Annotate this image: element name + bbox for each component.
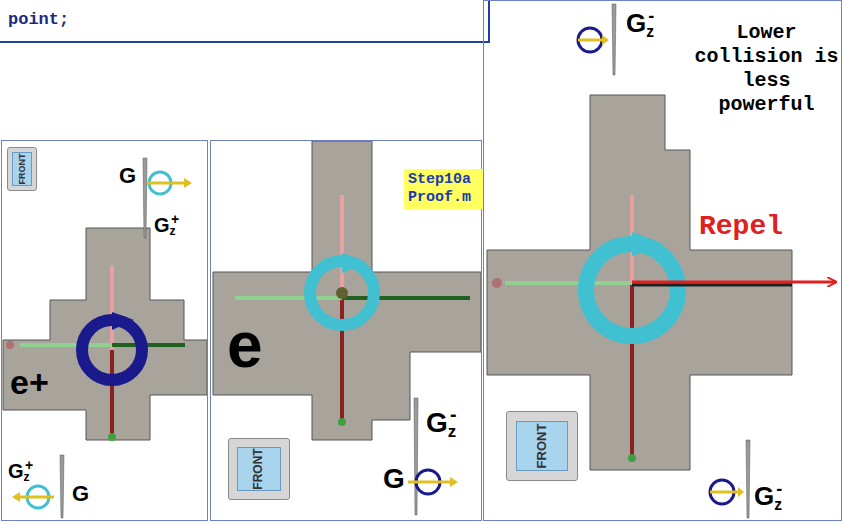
needle-symbol bbox=[612, 4, 616, 75]
axis-lines bbox=[342, 296, 470, 300]
view-label: FRONT bbox=[17, 154, 27, 185]
spin-symbol bbox=[578, 28, 602, 52]
front-icon: FRONT bbox=[228, 438, 290, 500]
text-part: - bbox=[776, 479, 782, 499]
axis-lines bbox=[110, 265, 114, 350]
field-label: Gz- bbox=[754, 479, 782, 514]
spin-symbol bbox=[12, 28, 744, 508]
note-text: point; bbox=[8, 10, 69, 30]
axis-lines bbox=[630, 285, 634, 455]
spin-ring bbox=[82, 232, 678, 380]
spin-symbol bbox=[184, 178, 192, 188]
view-panel: GGz+e+Gz+GFRONT bbox=[1, 140, 208, 521]
needle-symbol bbox=[143, 158, 147, 238]
spin-symbol bbox=[738, 487, 744, 497]
spin-symbol bbox=[20, 496, 54, 499]
field-label: G bbox=[383, 463, 405, 495]
field-label: Gz+ bbox=[154, 211, 179, 239]
needle-symbol bbox=[60, 455, 64, 518]
text-part: + bbox=[171, 211, 179, 227]
spin-symbol bbox=[578, 39, 602, 42]
field-label: Gz+ bbox=[8, 457, 33, 485]
axis-dots bbox=[108, 433, 116, 441]
axis-dots bbox=[628, 454, 636, 462]
part-outline bbox=[213, 141, 481, 440]
view-label: FRONT bbox=[535, 424, 550, 469]
part-outline bbox=[3, 228, 207, 440]
front-icon: FRONT bbox=[7, 147, 37, 191]
axis-lines bbox=[340, 293, 344, 420]
text-part: G bbox=[426, 407, 448, 438]
note-box: point; bbox=[0, 0, 490, 43]
text-part: G bbox=[626, 8, 646, 38]
spin-symbol bbox=[602, 35, 609, 45]
axis-lines bbox=[505, 281, 632, 285]
axis-lines bbox=[235, 296, 342, 300]
spin-ring bbox=[342, 253, 366, 273]
text-part: G bbox=[154, 214, 170, 236]
spin-ring bbox=[586, 244, 678, 336]
text-part: G bbox=[754, 481, 774, 511]
axis-lines bbox=[110, 350, 114, 435]
file-tag: Step10a Proof.m bbox=[404, 169, 484, 209]
spin-ring bbox=[632, 232, 664, 256]
spin-ring bbox=[112, 312, 134, 330]
text-part: G bbox=[8, 460, 24, 482]
view-panel: Gz- Lower collision is less powerfulRepel… bbox=[483, 0, 842, 521]
spin-symbol bbox=[710, 491, 738, 494]
axis-lines bbox=[340, 195, 344, 293]
note-text: Lower collision is less powerful bbox=[694, 21, 839, 117]
repel-arrow bbox=[632, 281, 836, 284]
field-label: Gz- bbox=[426, 403, 456, 441]
spin-symbol bbox=[450, 477, 458, 487]
file-name: Step10a Proof.m bbox=[408, 171, 480, 207]
field-label: Gz- bbox=[626, 6, 654, 41]
text-part: + bbox=[25, 457, 33, 473]
needle-symbol bbox=[60, 4, 750, 518]
text-part: - bbox=[648, 6, 654, 26]
spin-symbol bbox=[408, 481, 450, 484]
axis-dots bbox=[336, 287, 348, 299]
view-panel: eGz-GStep10a Proof.mFRONT bbox=[210, 140, 482, 521]
axis-lines bbox=[20, 343, 112, 347]
needle-symbol bbox=[746, 440, 750, 518]
needle-symbol bbox=[414, 398, 418, 515]
front-icon: FRONT bbox=[506, 411, 578, 481]
particle-label: e bbox=[227, 309, 263, 383]
axis-dots bbox=[338, 418, 346, 426]
field-label: G bbox=[119, 163, 136, 188]
text-part: - bbox=[450, 403, 457, 425]
axis-lines bbox=[112, 343, 185, 347]
axis-dots bbox=[492, 278, 502, 288]
spin-symbol bbox=[148, 182, 184, 185]
particle-label: e+ bbox=[10, 363, 49, 402]
field-label: G bbox=[72, 481, 89, 506]
effect-label: Repel bbox=[699, 211, 783, 243]
repel-arrow bbox=[632, 284, 792, 287]
spin-symbol bbox=[12, 492, 20, 502]
view-label: FRONT bbox=[252, 448, 266, 489]
axis-dots bbox=[6, 341, 14, 349]
